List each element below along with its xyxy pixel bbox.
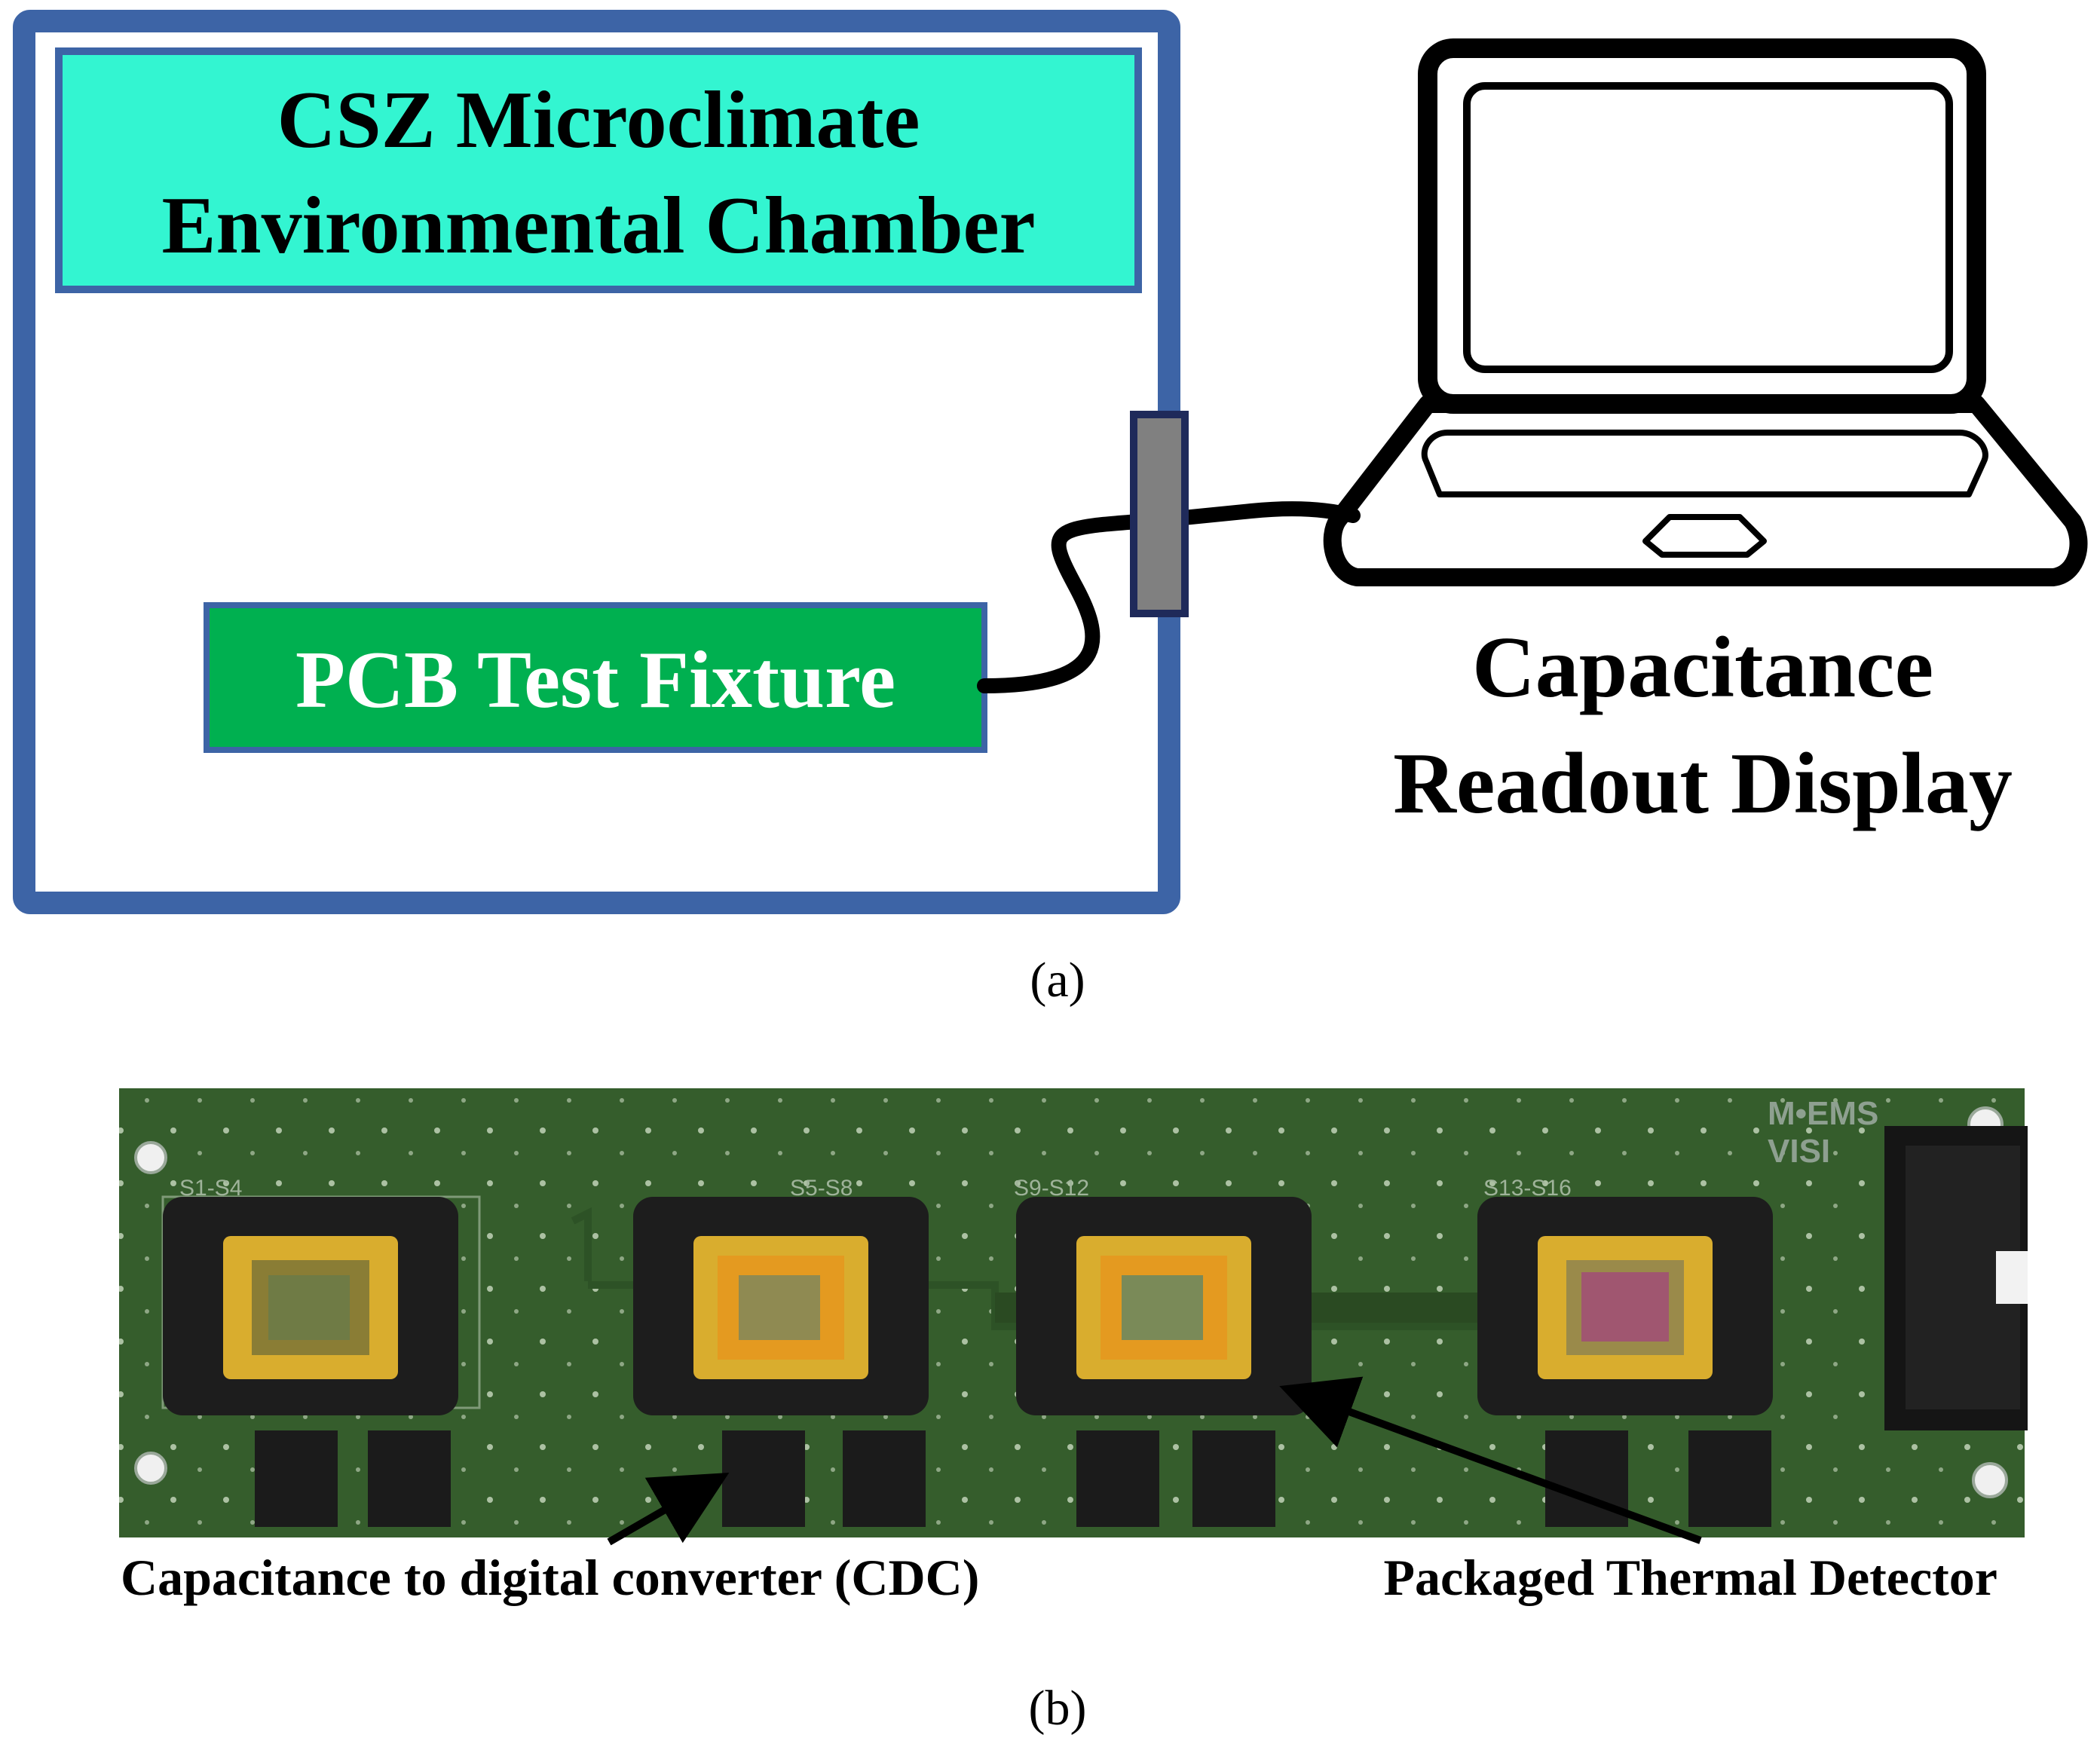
cdc-arrow (607, 1472, 730, 1546)
chip-socket (161, 1195, 481, 1415)
socket-label: S13-S16 (1483, 1176, 1572, 1201)
cable-icon (977, 501, 1361, 693)
readout-label-line2: Readout Display (1393, 736, 2013, 832)
chamber-title-box (55, 47, 1142, 293)
panel-a-caption: (a) (1030, 953, 1085, 1008)
header-connector (1884, 1126, 2028, 1430)
chamber-title-line2: Environmental Chamber (161, 181, 1035, 271)
socket-label: S9-S12 (1014, 1176, 1089, 1201)
chamber-title-line1: CSZ Microclimate (277, 75, 920, 165)
pcb-test-fixture-label: PCB Test Fixture (295, 635, 895, 725)
cdc-label: Capacitance to digital converter (CDC) (121, 1549, 979, 1606)
detector-arrow (1279, 1376, 1702, 1544)
laptop-icon (1323, 38, 2088, 586)
pcb-test-fixture-box (204, 602, 987, 753)
panel-b-caption: (b) (1029, 1681, 1087, 1736)
board-logo-line2: VISI (1768, 1133, 1830, 1170)
socket-label: S5-S8 (790, 1176, 853, 1201)
ic-chips (255, 1430, 1771, 1527)
board-logo-line1: M•EMS (1768, 1095, 1878, 1132)
chip-socket (1477, 1197, 1773, 1415)
pcb-photo: M•EMS VISI S1-S4 S5-S8 S9-S12 S13-S16 (119, 1088, 2028, 1537)
detector-label: Packaged Thermal Detector (1383, 1549, 1997, 1606)
feedthrough-connector-icon (1130, 411, 1189, 617)
panel-a: CSZ Microclimate Environmental Chamber P… (13, 10, 2088, 1008)
readout-label-line1: Capacitance (1472, 620, 1933, 716)
panel-b: M•EMS VISI S1-S4 S5-S8 S9-S12 S13-S16 (119, 1088, 2028, 1736)
chip-socket (633, 1197, 929, 1415)
chip-socket (1016, 1197, 1312, 1415)
